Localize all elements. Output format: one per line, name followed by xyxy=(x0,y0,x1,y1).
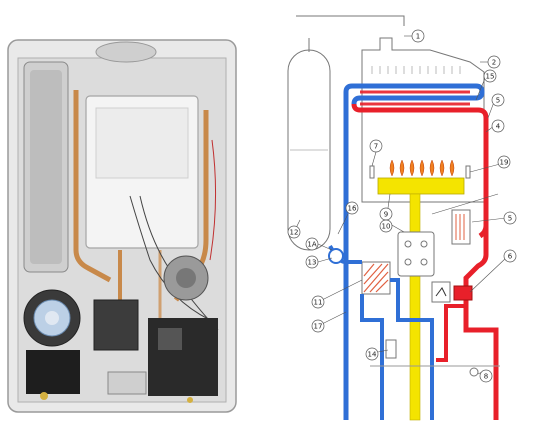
flow-switch xyxy=(431,281,451,303)
gas-valve-box xyxy=(397,231,435,277)
callout-11: 11 xyxy=(311,295,325,309)
callouts: 1 2 15 5 4 7 19 9 10 5 12 16 1A 13 11 17… xyxy=(287,29,517,383)
svg-text:10: 10 xyxy=(382,223,391,231)
ignition-electrode xyxy=(369,165,375,179)
svg-text:1A: 1A xyxy=(307,241,316,249)
callout-14: 14 xyxy=(365,347,379,361)
svg-text:4: 4 xyxy=(496,123,501,131)
gas-valve xyxy=(93,299,139,351)
svg-text:5: 5 xyxy=(508,215,512,223)
pump xyxy=(328,248,344,264)
exchanger-coil-cold xyxy=(343,83,485,420)
hot-pipe-right xyxy=(463,226,489,292)
schematic-diagram: 1 2 15 5 4 7 19 9 10 5 12 16 1A 13 11 17… xyxy=(287,15,517,421)
wiring xyxy=(129,195,211,321)
svg-text:12: 12 xyxy=(290,229,299,237)
callout-13: 13 xyxy=(305,255,319,269)
svg-text:11: 11 xyxy=(314,299,323,307)
svg-text:6: 6 xyxy=(508,253,513,261)
svg-text:2: 2 xyxy=(492,59,496,67)
hot-pipe-down xyxy=(463,292,499,420)
callout-6: 6 xyxy=(503,249,517,263)
callout-5b: 5 xyxy=(503,211,517,225)
callout-4: 4 xyxy=(491,119,505,133)
three-way-valve xyxy=(453,285,473,301)
heat-exchanger-hood xyxy=(361,37,485,113)
callout-16: 16 xyxy=(345,201,359,215)
safety-valve xyxy=(385,339,397,359)
svg-text:8: 8 xyxy=(484,373,488,381)
svg-text:1: 1 xyxy=(416,33,420,41)
callout-12: 12 xyxy=(287,225,301,239)
svg-text:15: 15 xyxy=(486,73,495,81)
burner xyxy=(377,177,465,195)
svg-text:9: 9 xyxy=(384,211,388,219)
cold-pipe-lower xyxy=(360,294,384,420)
callout-10: 10 xyxy=(379,219,393,233)
callout-15: 15 xyxy=(483,69,497,83)
svg-text:5: 5 xyxy=(496,97,500,105)
callout-9: 9 xyxy=(379,207,393,221)
callout-1: 1 xyxy=(411,29,425,43)
svg-text:16: 16 xyxy=(348,205,357,213)
svg-text:14: 14 xyxy=(368,351,377,359)
svg-text:17: 17 xyxy=(314,323,323,331)
callout-5a: 5 xyxy=(491,93,505,107)
bottom-connector xyxy=(107,371,147,395)
boiler-photo xyxy=(7,39,237,413)
burner-flames xyxy=(389,159,455,177)
callout-2: 2 xyxy=(487,55,501,69)
gas-pipe xyxy=(409,193,421,421)
flue-pipe xyxy=(296,15,405,26)
callout-8: 8 xyxy=(479,369,493,383)
callout-17: 17 xyxy=(311,319,325,333)
callout-19: 19 xyxy=(497,155,511,169)
svg-text:13: 13 xyxy=(308,259,317,267)
callout-7: 7 xyxy=(369,139,383,153)
svg-text:7: 7 xyxy=(374,143,378,151)
flue-collar xyxy=(95,41,157,63)
callout-1a: 1A xyxy=(305,237,319,251)
flue-vents xyxy=(371,66,461,74)
svg-text:19: 19 xyxy=(500,159,509,167)
pressure-switch xyxy=(451,209,471,245)
copper-pipe-left xyxy=(73,90,112,283)
hot-pipe-return xyxy=(436,292,468,362)
